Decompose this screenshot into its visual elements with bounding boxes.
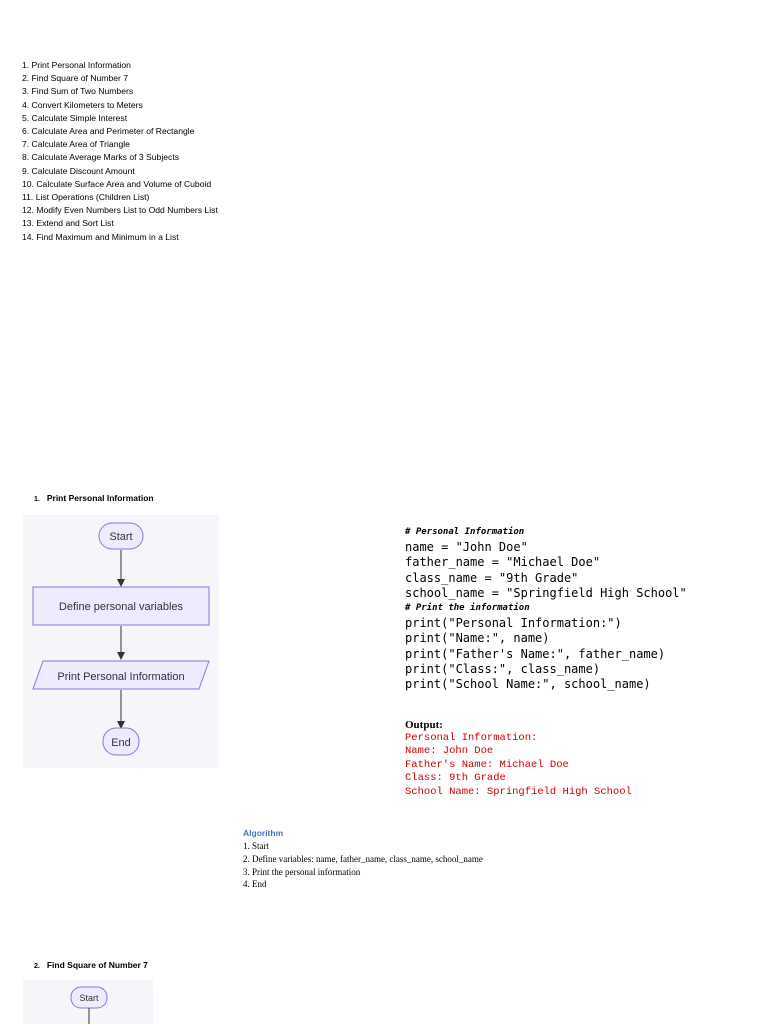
algorithm-step: 4. End — [243, 879, 267, 890]
code-comment: # Print the information — [405, 603, 530, 614]
end-node — [102, 727, 140, 756]
toc-item: 2. Find Square of Number 7 — [22, 73, 129, 84]
toc-item: 3. Find Sum of Two Numbers — [22, 86, 134, 97]
algorithm-block: Algorithm 1. Start 2. Define variables: n… — [243, 828, 483, 891]
code-line: print("Name:", name) — [405, 631, 550, 646]
toc-item: 6. Calculate Area and Perimeter of Recta… — [22, 126, 195, 137]
toc-item: 13. Extend and Sort List — [22, 218, 114, 229]
algorithm-step: 1. Start — [243, 841, 269, 851]
output-line: Father's Name: Michael Doe — [405, 758, 569, 771]
toc-item: 4. Convert Kilometers to Meters — [22, 99, 143, 110]
toc-item: 11. List Operations (Children List) — [22, 192, 150, 203]
process-node — [32, 586, 210, 626]
table-of-contents: 1. Print Personal Information 2. Find Squ… — [22, 59, 218, 244]
section-1-heading: 1. Print Personal Information — [34, 493, 154, 503]
code-line: father_name = "Michael Doe" — [405, 555, 601, 570]
code-line: school_name = "Springfield High School" — [405, 585, 687, 600]
toc-item: 1. Print Personal Information — [22, 60, 131, 70]
end-node-label: End — [111, 737, 131, 749]
toc-item: 10. Calculate Surface Area and Volume of… — [22, 178, 212, 189]
section-2-number: 2. — [34, 963, 40, 970]
toc-item: 12. Modify Even Numbers List to Odd Numb… — [22, 205, 218, 216]
code-line: print("Father's Name:", father_name) — [405, 646, 666, 661]
code-line: print("Class:", class_name) — [405, 661, 601, 676]
output-line: Name: John Doe — [405, 745, 494, 758]
code-block: # Personal Information name = "John Doe"f… — [405, 525, 687, 692]
toc-item: 9. Calculate Discount Amount — [22, 165, 135, 176]
code-line: print("School Name:", school_name) — [405, 677, 651, 692]
output-line: Class: 9th Grade — [405, 772, 506, 785]
process-node-label: Define personal variables — [59, 601, 184, 613]
section-1-number: 1. — [34, 496, 40, 503]
io-node-label: Print Personal Information — [57, 671, 184, 683]
toc-item: 8. Calculate Average Marks of 3 Subjects — [22, 152, 179, 163]
algorithm-step: 2. Define variables: name, father_name, … — [243, 853, 483, 864]
output-label: Output: — [405, 719, 443, 731]
section-2-heading: 2. Find Square of Number 7 — [34, 960, 148, 970]
code-line: print("Personal Information:") — [405, 616, 622, 631]
code-line: name = "John Doe" — [405, 540, 528, 555]
section-2-title: Find Square of Number 7 — [46, 960, 148, 970]
start-node-label: Start — [109, 531, 132, 543]
output-block: Output: Personal Information:Name: John … — [405, 719, 632, 799]
output-line: School Name: Springfield High School — [405, 785, 632, 798]
io-node — [32, 660, 210, 690]
section-1-title: Print Personal Information — [46, 493, 154, 503]
toc-item: 7. Calculate Area of Triangle — [22, 139, 130, 150]
start-node-2-label: Start — [79, 993, 99, 1003]
toc-item: 14. Find Maximum and Minimum in a List — [22, 231, 179, 242]
code-line: class_name = "9th Grade" — [405, 570, 579, 585]
flowchart-1: Start Define personal variables Print Pe… — [23, 515, 219, 768]
algorithm-step: 3. Print the personal information — [243, 866, 361, 877]
start-node — [98, 522, 144, 550]
output-line: Personal Information: — [405, 732, 538, 744]
algorithm-steps: 1. Start 2. Define variables: name, fathe… — [243, 840, 483, 891]
algorithm-title: Algorithm — [243, 828, 284, 838]
toc-item: 5. Calculate Simple Interest — [22, 112, 128, 123]
flowchart-2: Start — [23, 980, 153, 1024]
code-comment: # Personal Information — [405, 527, 525, 537]
